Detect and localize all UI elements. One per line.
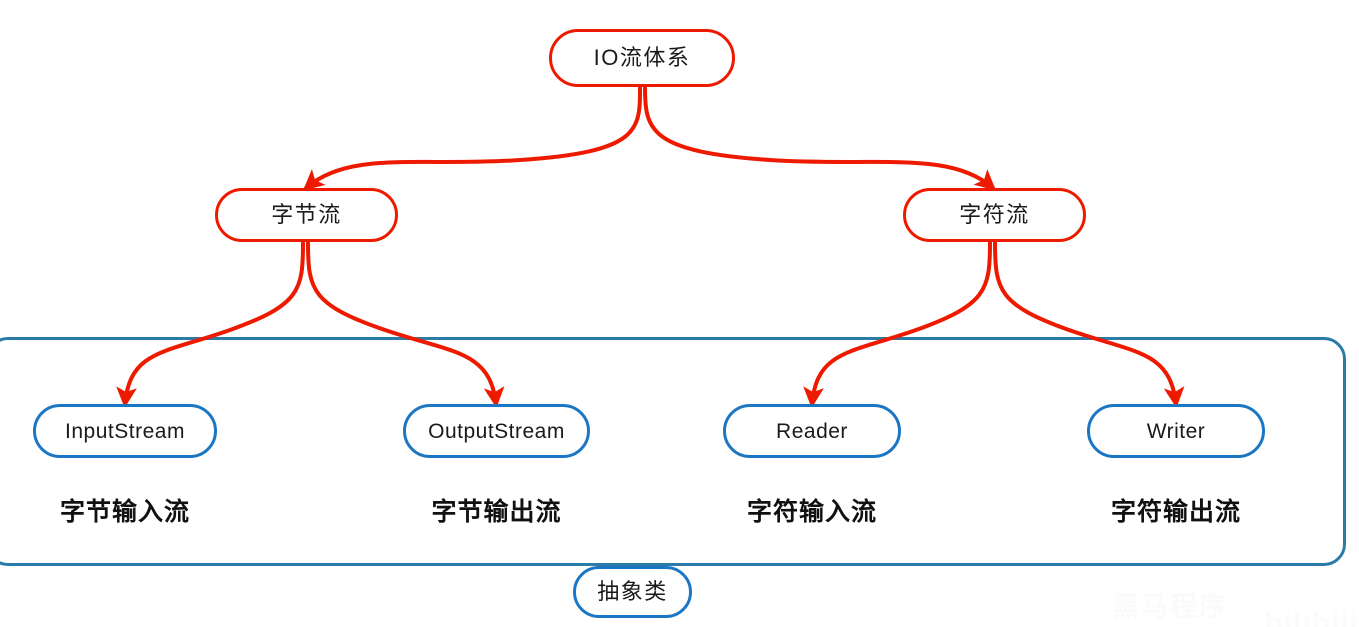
caption-reader: 字符输入流 xyxy=(746,498,877,526)
node-byte-stream[interactable]: 字节流 xyxy=(215,188,398,242)
node-char-stream[interactable]: 字符流 xyxy=(903,188,1086,242)
edge-root-to-char-stream xyxy=(643,86,997,191)
node-char-stream-label: 字符流 xyxy=(959,202,1030,227)
caption-inputstream: 字节输入流 xyxy=(59,498,190,526)
node-byte-stream-label: 字节流 xyxy=(271,202,342,227)
node-abstract-class-label: 抽象类 xyxy=(597,579,668,604)
watermark: 黑马程序员 bilibili xyxy=(1112,585,1359,627)
node-root-label: IO流体系 xyxy=(593,45,691,70)
node-inputstream-label: InputStream xyxy=(65,419,185,443)
node-writer[interactable]: Writer xyxy=(1087,404,1265,458)
caption-outputstream: 字节输出流 xyxy=(431,498,562,526)
node-inputstream[interactable]: InputStream xyxy=(33,404,217,458)
node-writer-label: Writer xyxy=(1146,419,1206,443)
node-root-io-stream-system[interactable]: IO流体系 xyxy=(549,29,735,87)
node-outputstream-label: OutputStream xyxy=(428,419,565,443)
node-reader[interactable]: Reader xyxy=(723,404,901,458)
watermark-logo: bilibili xyxy=(1264,607,1359,627)
abstract-class-container xyxy=(0,337,1346,566)
node-abstract-class[interactable]: 抽象类 xyxy=(573,566,692,618)
edge-root-to-byte-stream xyxy=(302,86,642,191)
node-reader-label: Reader xyxy=(776,419,848,443)
watermark-text: 黑马程序员 xyxy=(1112,592,1228,622)
caption-writer: 字符输出流 xyxy=(1110,498,1241,526)
node-outputstream[interactable]: OutputStream xyxy=(403,404,590,458)
